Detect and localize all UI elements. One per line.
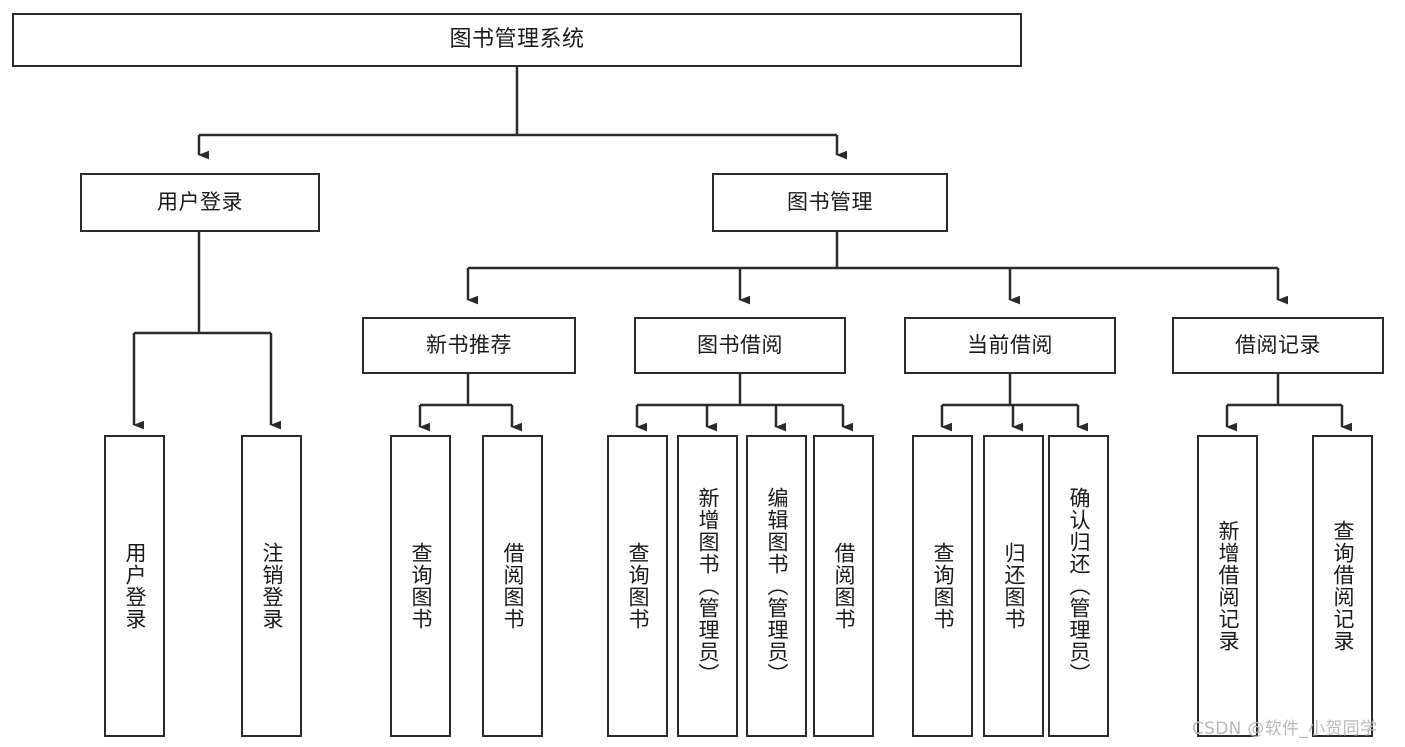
node-leaf-logout-label: 注销登录 [259,542,284,630]
node-leaf-borrow-book-2-label: 借阅图书 [831,542,856,630]
node-leaf-add-book-label: 新增图书（管理员） [695,487,720,685]
node-leaf-query-book-3-label: 查询图书 [930,542,955,630]
node-book-borrow-label: 图书借阅 [697,332,783,357]
node-leaf-edit-book-label: 编辑图书（管理员） [764,487,789,685]
node-leaf-borrow-book-1[interactable]: 借阅图书 [482,435,543,737]
node-user-login-label: 用户登录 [157,189,243,214]
node-leaf-query-book-3[interactable]: 查询图书 [912,435,973,737]
node-current-borrow-label: 当前借阅 [967,332,1053,357]
node-leaf-user-login[interactable]: 用户登录 [104,435,165,737]
node-leaf-return-book[interactable]: 归还图书 [983,435,1044,737]
node-leaf-add-record-label: 新增借阅记录 [1215,520,1240,652]
node-leaf-return-book-label: 归还图书 [1001,542,1026,630]
node-leaf-logout[interactable]: 注销登录 [241,435,302,737]
node-user-login[interactable]: 用户登录 [80,173,320,232]
node-leaf-query-record[interactable]: 查询借阅记录 [1312,435,1373,737]
node-book-borrow[interactable]: 图书借阅 [634,317,846,374]
node-leaf-query-book-1[interactable]: 查询图书 [390,435,451,737]
node-leaf-edit-book[interactable]: 编辑图书（管理员） [746,435,807,737]
node-leaf-query-book-2[interactable]: 查询图书 [607,435,668,737]
node-leaf-query-book-1-label: 查询图书 [408,542,433,630]
node-book-management-label: 图书管理 [787,189,873,214]
node-borrow-record-label: 借阅记录 [1235,332,1321,357]
node-new-book-recommend-label: 新书推荐 [426,332,512,357]
node-leaf-user-login-label: 用户登录 [122,542,147,630]
watermark: CSDN @软件_小贺同学 [1192,719,1378,739]
node-leaf-borrow-book-1-label: 借阅图书 [500,542,525,630]
node-leaf-add-record[interactable]: 新增借阅记录 [1197,435,1258,737]
node-leaf-query-record-label: 查询借阅记录 [1330,520,1355,652]
node-leaf-confirm-return[interactable]: 确认归还（管理员） [1048,435,1109,737]
node-leaf-confirm-return-label: 确认归还（管理员） [1066,487,1091,685]
node-root-label: 图书管理系统 [449,26,585,52]
node-leaf-borrow-book-2[interactable]: 借阅图书 [813,435,874,737]
node-new-book-recommend[interactable]: 新书推荐 [362,317,576,374]
node-borrow-record[interactable]: 借阅记录 [1172,317,1384,374]
node-root[interactable]: 图书管理系统 [12,13,1022,67]
node-leaf-query-book-2-label: 查询图书 [625,542,650,630]
node-leaf-add-book[interactable]: 新增图书（管理员） [677,435,738,737]
node-current-borrow[interactable]: 当前借阅 [904,317,1116,374]
node-book-management[interactable]: 图书管理 [712,173,948,232]
